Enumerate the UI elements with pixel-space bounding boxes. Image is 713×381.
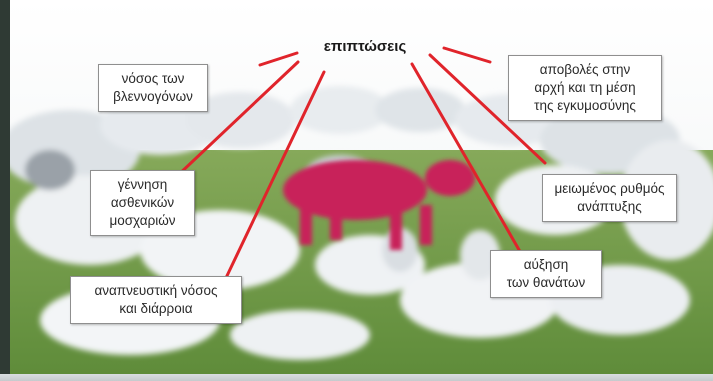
- label-abortions: αποβολές στην αρχή και τη μέση της εγκυμ…: [508, 55, 662, 121]
- label-line: βλεννογόνων: [105, 88, 201, 106]
- label-weak-calves: γέννηση ασθενικών μοσχαριών: [90, 170, 195, 236]
- left-border-bar: [0, 0, 10, 381]
- label-line: αναπνευστική νόσος: [77, 282, 235, 300]
- label-line: αποβολές στην: [515, 61, 655, 79]
- label-line: αύξηση: [497, 256, 595, 274]
- label-reduced-growth: μειωμένος ρυθμός ανάπτυξης: [542, 174, 677, 222]
- label-line: των θανάτων: [497, 274, 595, 292]
- label-mucosal-disease: νόσος των βλεννογόνων: [98, 64, 208, 112]
- label-line: ασθενικών: [97, 194, 188, 212]
- label-line: της εγκυμοσύνης: [515, 97, 655, 115]
- label-line: μοσχαριών: [97, 212, 188, 230]
- label-line: νόσος των: [105, 70, 201, 88]
- label-respiratory-disease: αναπνευστική νόσος και διάρροια: [70, 276, 242, 324]
- label-line: αρχή και τη μέση: [515, 79, 655, 97]
- label-line: και διάρροια: [77, 300, 235, 318]
- label-line: μειωμένος ρυθμός: [549, 180, 670, 198]
- bottom-edge: [0, 374, 713, 381]
- label-increased-deaths: αύξηση των θανάτων: [490, 250, 602, 298]
- diagram-title: επιπτώσεις: [300, 38, 430, 55]
- label-line: γέννηση: [97, 176, 188, 194]
- label-line: ανάπτυξης: [549, 198, 670, 216]
